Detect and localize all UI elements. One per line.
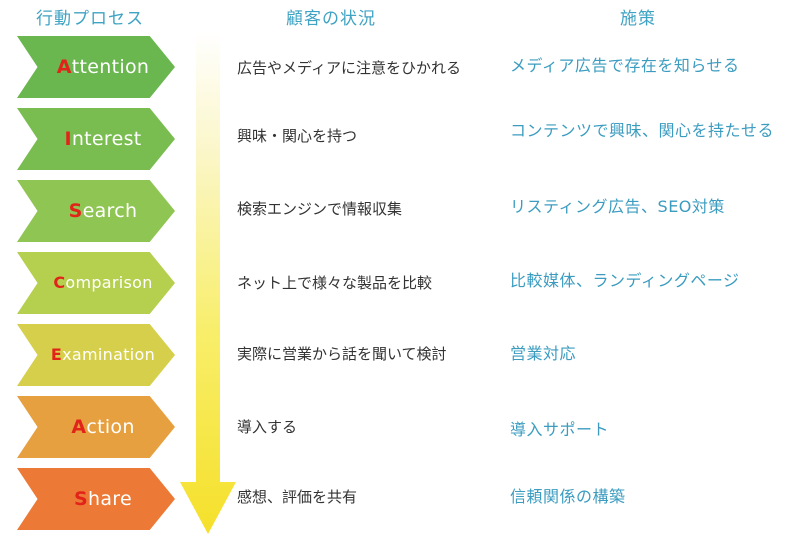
measure-text: リスティング広告、SEO対策: [510, 197, 725, 216]
customer-status: 導入する: [237, 418, 298, 436]
stage-label: Comparison: [17, 252, 175, 314]
stage-initial: S: [68, 200, 83, 222]
stage-comparison: Comparison: [17, 252, 175, 314]
stage-examination: Examination: [17, 324, 175, 386]
stage-initial: S: [74, 488, 88, 510]
customer-status: ネット上で様々な製品を比較: [237, 274, 433, 292]
stage-initial: E: [50, 345, 63, 364]
stage-initial: C: [53, 273, 66, 292]
stage-share: Share: [17, 468, 175, 530]
stage-label: Search: [17, 180, 175, 242]
stage-interest: Interest: [17, 108, 175, 170]
stage-initial: A: [56, 56, 72, 78]
measure-text: メディア広告で存在を知らせる: [510, 56, 740, 75]
stage-rest: hare: [88, 488, 132, 510]
measure-text: コンテンツで興味、関心を持たせる: [510, 121, 775, 140]
customer-status: 検索エンジンで情報収集: [237, 200, 403, 218]
stage-label: Interest: [17, 108, 175, 170]
stage-attention: Attention: [17, 36, 175, 98]
stage-rest: ttention: [71, 56, 150, 78]
customer-status: 感想、評価を共有: [237, 488, 358, 506]
stage-search: Search: [17, 180, 175, 242]
customer-status: 実際に営業から話を聞いて検討: [237, 345, 447, 363]
stage-label: Share: [17, 468, 175, 530]
measure-text: 比較媒体、ランディングページ: [510, 271, 740, 290]
customer-status: 興味・関心を持つ: [237, 127, 358, 145]
measure-text: 導入サポート: [510, 420, 610, 439]
stage-action: Action: [17, 396, 175, 458]
customer-status: 広告やメディアに注意をひかれる: [237, 59, 461, 77]
stage-rest: xamination: [62, 345, 156, 364]
stage-rest: earch: [82, 200, 138, 222]
measure-text: 営業対応: [510, 344, 577, 363]
stage-rest: omparison: [65, 273, 153, 292]
status-column-header: 顧客の状況: [286, 9, 376, 29]
stage-rest: nterest: [71, 128, 142, 150]
process-column-header: 行動プロセス: [36, 9, 144, 29]
stage-label: Action: [17, 396, 175, 458]
measure-column-header: 施策: [620, 9, 656, 29]
stage-initial: I: [64, 128, 72, 150]
stage-label: Examination: [17, 324, 175, 386]
stage-initial: A: [71, 416, 87, 438]
flow-down-arrow: [180, 32, 236, 534]
measure-text: 信頼関係の構築: [510, 487, 626, 506]
stage-rest: ction: [86, 416, 135, 438]
stage-label: Attention: [17, 36, 175, 98]
